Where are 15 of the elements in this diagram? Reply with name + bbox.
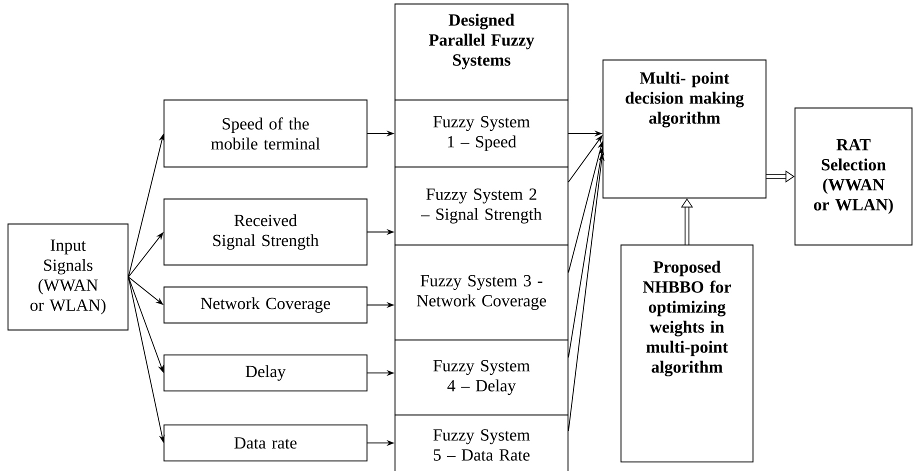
signal-box: Speed of the mobile terminal [164,100,368,168]
signal-box: Data rate [164,424,368,462]
signal-box: Received Signal Strength [164,198,368,266]
fuzzy-system-cell: Fuzzy System 3 - Network Coverage [394,244,568,340]
header-cell: Designed Parallel Fuzzy Systems [394,4,568,100]
process-box: Proposed NHBBO for optimizing weights in multi-point algorithm [620,244,754,462]
signal-box: Network Coverage [164,286,368,324]
output-box: RAT Selection (WWAN or WLAN) [794,108,912,246]
fuzzy-system-cell: Fuzzy System 1 – Speed [394,100,568,168]
fuzzy-system-cell: Fuzzy System 4 – Delay [394,340,568,416]
fuzzy-system-cell: Fuzzy System 2 – Signal Strength [394,166,568,246]
signal-box: Delay [164,354,368,392]
process-box: Multi- point decision making algorithm [602,60,766,198]
input-box: Input Signals (WWAN or WLAN) [8,224,128,330]
fuzzy-system-cell: Fuzzy System 5 – Data Rate [394,414,568,471]
